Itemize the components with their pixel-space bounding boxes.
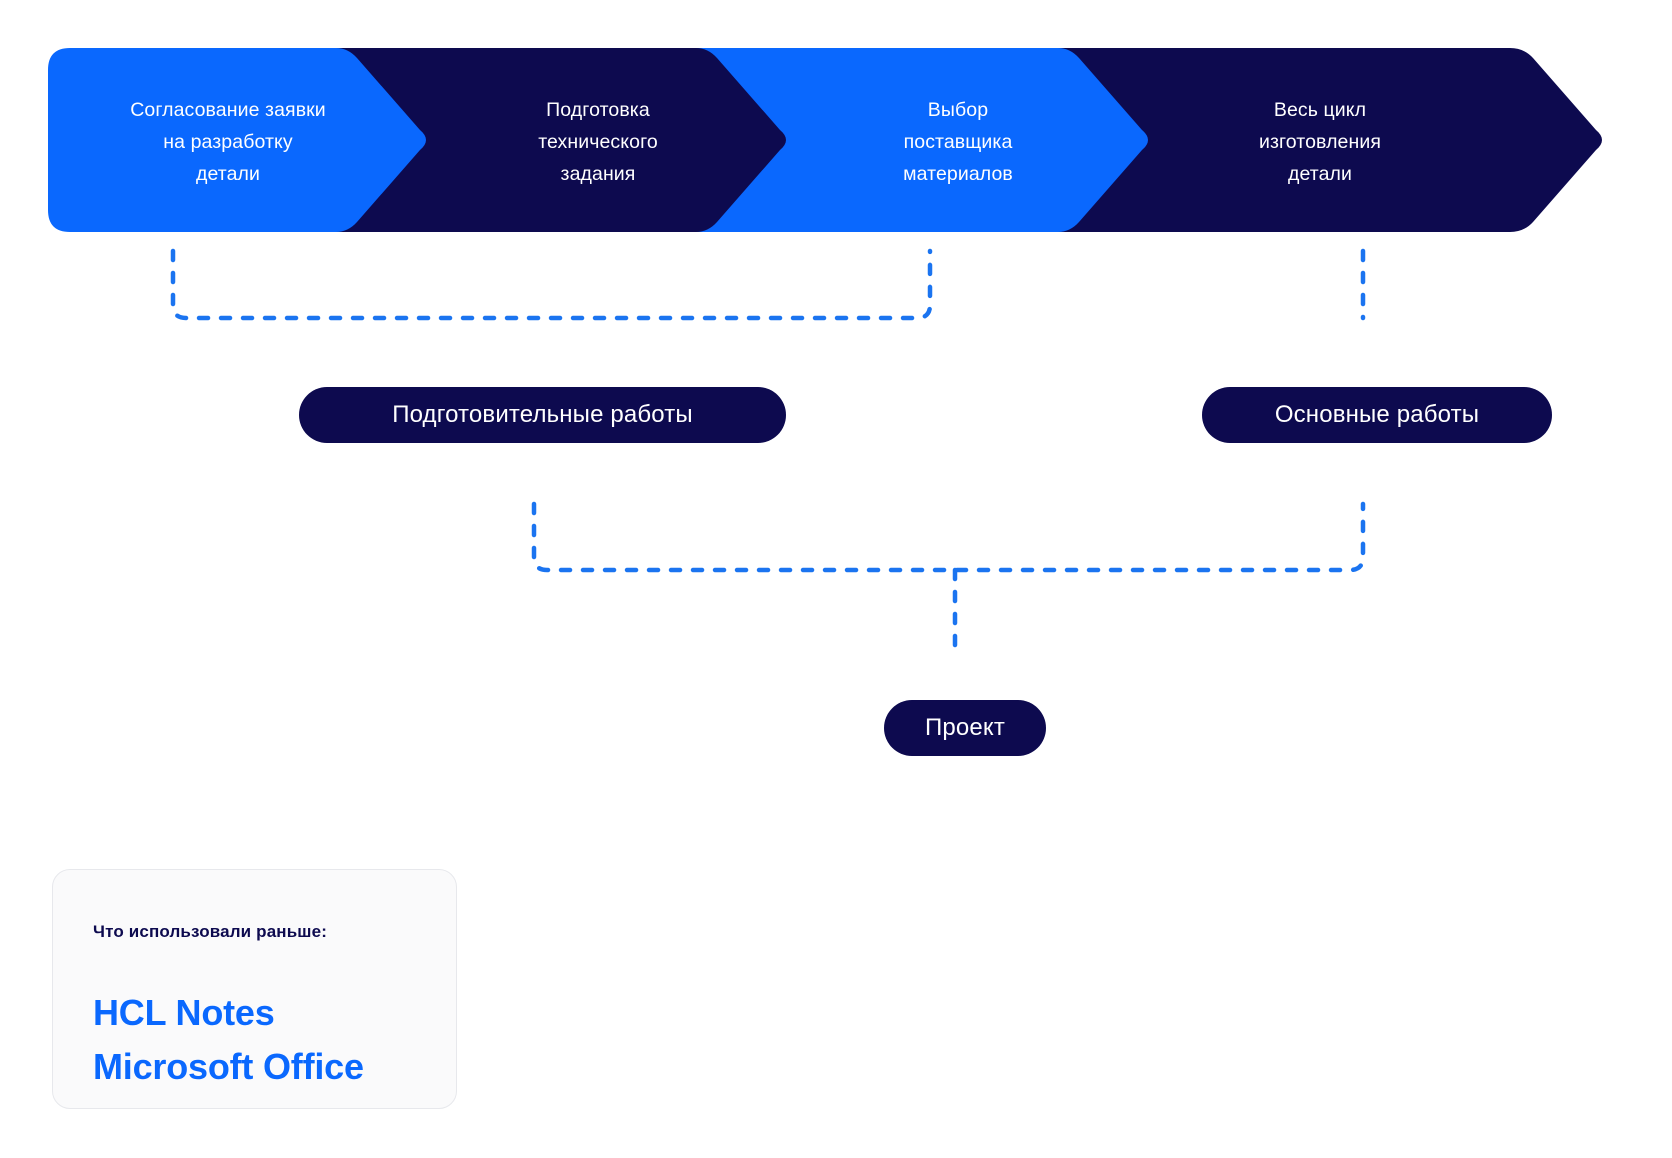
process-chevron-bar: Согласование заявки на разработку детали… [48,48,1608,232]
previous-tool-item: Microsoft Office [93,1046,364,1087]
previous-tools-card: Что использовали раньше: HCL Notes Micro… [52,869,457,1109]
chevron-shape-stage-2[interactable] [320,48,786,232]
connector-bracket-preparatory [170,248,933,321]
group-pill-preparatory[interactable]: Подготовительные работы [299,387,786,443]
chevron-shape-stage-4[interactable] [1044,48,1602,232]
connector-bracket-project [531,501,1366,573]
chevron-shape-stage-3[interactable] [682,48,1148,232]
result-pill-project[interactable]: Проект [884,700,1046,756]
chevron-shapes [48,48,1602,232]
group-pill-main[interactable]: Основные работы [1202,387,1552,443]
previous-tool-item: HCL Notes [93,992,275,1033]
chevron-shape-stage-1[interactable] [48,48,426,232]
previous-tools-heading: Что использовали раньше: [93,922,328,941]
